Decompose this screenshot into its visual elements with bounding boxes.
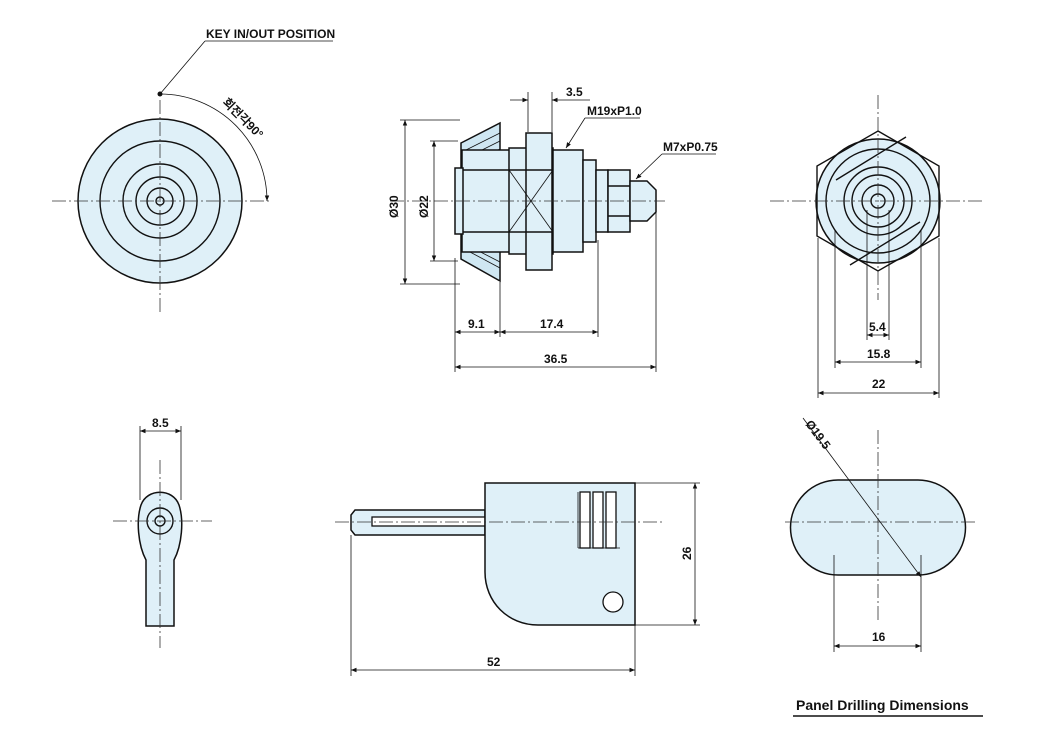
front-view: KEY IN/OUT POSITION 회전각90° bbox=[52, 27, 335, 312]
panel-drilling-title: Panel Drilling Dimensions bbox=[796, 697, 969, 713]
thread-main-label: M19xP1.0 bbox=[587, 104, 642, 118]
dim-9-1: 9.1 bbox=[468, 317, 485, 331]
dim-22: 22 bbox=[872, 377, 886, 391]
key-side-view: 26 52 bbox=[335, 482, 700, 676]
dim-26: 26 bbox=[680, 546, 694, 560]
dim-17-4: 17.4 bbox=[540, 317, 564, 331]
dim-36-5: 36.5 bbox=[544, 352, 568, 366]
side-view: Ø30 Ø22 3.5 M19xP1.0 M7xP0.75 9.1 17.4 3… bbox=[387, 85, 718, 372]
dim-5-4: 5.4 bbox=[869, 320, 886, 334]
dim-o22: Ø22 bbox=[417, 195, 431, 218]
dim-o19-5: Ø19.5 bbox=[803, 417, 834, 452]
rear-view: 5.4 15.8 22 bbox=[770, 95, 985, 398]
dim-15-8: 15.8 bbox=[867, 347, 891, 361]
thread-small-label: M7xP0.75 bbox=[663, 140, 718, 154]
dim-o30: Ø30 bbox=[387, 195, 401, 218]
panel-drilling-view: Ø19.5 16 Panel Drilling Dimensions bbox=[785, 417, 983, 717]
key-position-label: KEY IN/OUT POSITION bbox=[206, 27, 335, 41]
key-edge-view: 8.5 bbox=[113, 416, 212, 648]
dim-16: 16 bbox=[872, 630, 886, 644]
dim-8-5: 8.5 bbox=[152, 416, 169, 430]
dim-3-5: 3.5 bbox=[566, 85, 583, 99]
dim-52: 52 bbox=[487, 655, 501, 669]
